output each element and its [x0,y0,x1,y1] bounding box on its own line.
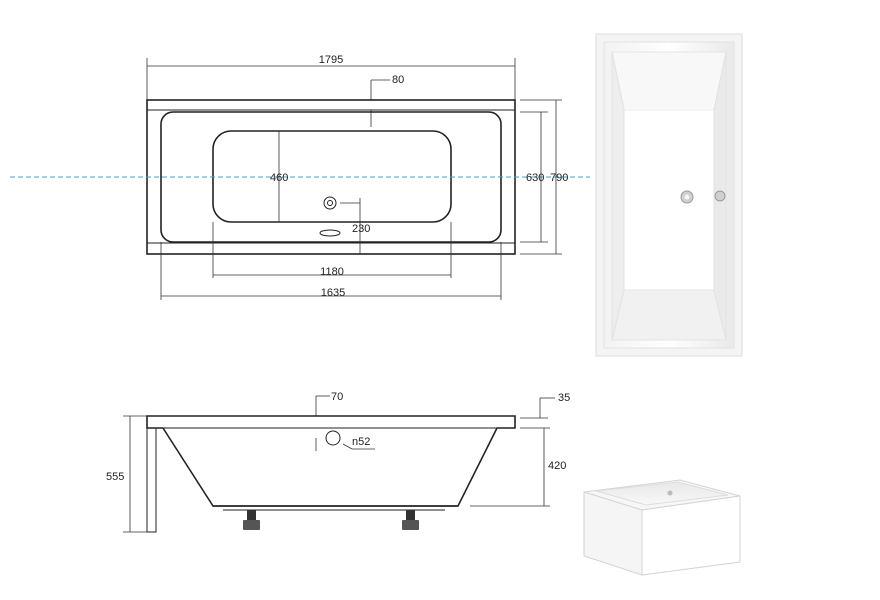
side-view-drawing: 70 35 n52 555 420 [106,391,570,533]
label-drain-offset: 230 [352,223,370,235]
drain-icon [323,196,337,210]
label-depth: 420 [548,460,566,472]
label-basin-length: 1180 [320,266,344,278]
foot-right [406,510,415,528]
label-rim-width: 80 [392,74,404,86]
top-view-drawing: 1795 80 460 230 630 79 [10,54,590,300]
label-total-height: 555 [106,471,124,483]
product-photo-top [595,33,743,357]
overflow-icon [319,229,341,237]
product-photo-perspective [583,479,741,576]
label-inner-length: 1635 [321,287,345,299]
label-overflow-offset: 70 [331,391,343,403]
label-overall-length: 1795 [319,54,343,66]
tub-side-profile [146,415,516,507]
label-overflow-diameter: n52 [352,436,370,448]
overflow-fitting-icon [714,190,726,202]
front-panel [146,427,157,533]
foot-left [247,510,256,528]
label-overall-width: 790 [550,172,568,184]
label-basin-width: 460 [270,172,288,184]
overflow-circle-icon [325,430,341,446]
label-rim-height: 35 [558,392,570,404]
label-inner-width: 630 [526,172,544,184]
